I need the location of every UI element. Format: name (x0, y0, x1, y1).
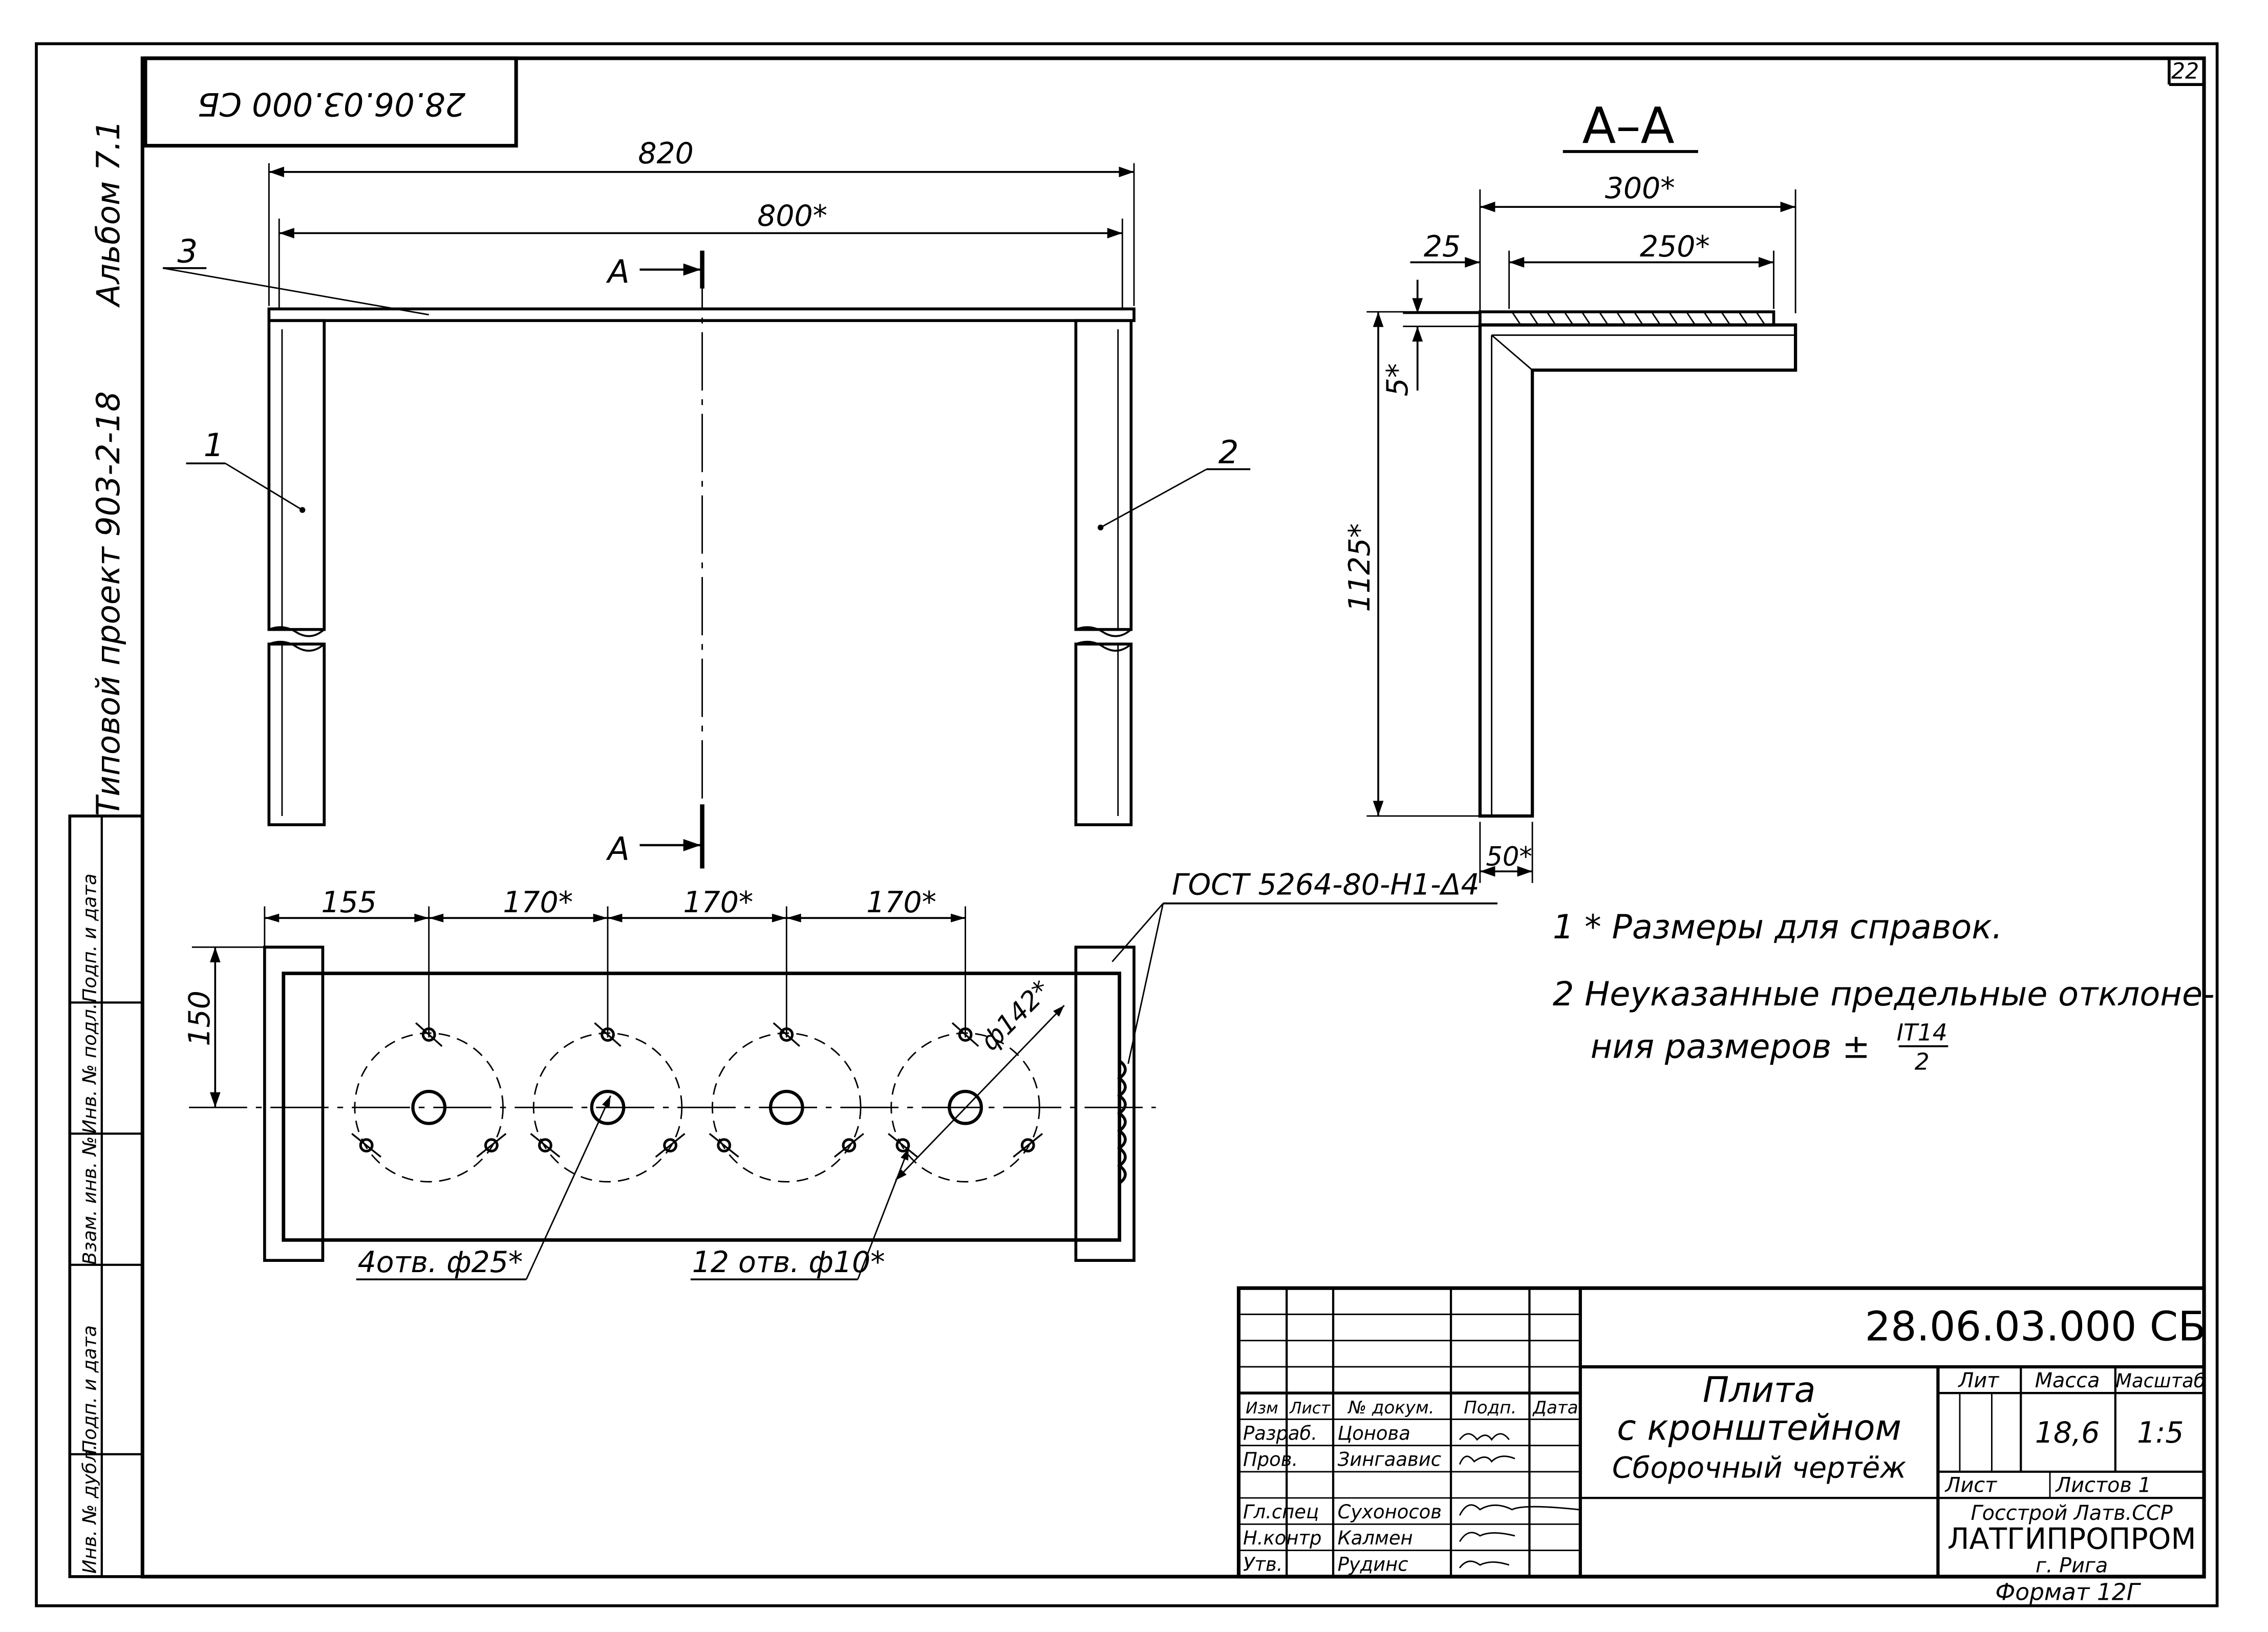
drawing-code: 28.06.03.000 СБ (1865, 1303, 2206, 1350)
dim-leg: 50* (1486, 842, 1532, 872)
name-approved: Рудинс (1338, 1553, 1408, 1575)
drawing-name-line3: Сборочный чертёж (1612, 1451, 1906, 1485)
dim-pitch: 170* (866, 886, 936, 919)
role-norm-control: Н.контр (1243, 1527, 1321, 1549)
dim-width: 300* (1605, 171, 1675, 205)
format-label: Формат 12Г (1995, 1578, 2141, 1605)
col-header-doc: № докум. (1347, 1398, 1435, 1418)
hole-group (351, 1022, 507, 1183)
title-block (1236, 1286, 2206, 1579)
note-fraction-den: 2 (1915, 1048, 1930, 1075)
sheets-label: Листов 1 (2055, 1474, 2151, 1497)
note-fraction-num: IT14 (1897, 1019, 1948, 1046)
name-checker: Зингаавис (1338, 1448, 1441, 1470)
org-line3: г. Рига (2036, 1554, 2108, 1577)
col-header-date: Дата (1532, 1398, 1578, 1418)
page-number: 22 (2171, 59, 2199, 84)
side-stamp-cell: Инв. № подл. (78, 1003, 100, 1133)
role-chief-specialist: Гл.спец (1243, 1501, 1319, 1523)
dim-depth: 150 (183, 991, 217, 1046)
callout-3: 3 (177, 232, 198, 270)
project-label: Типовой проект 903-2-18 (90, 391, 127, 816)
lit-label: Лит (1957, 1369, 2000, 1392)
col-header-izm: Изм (1246, 1399, 1278, 1418)
scale-value: 1:5 (2137, 1416, 2184, 1450)
signatures (1459, 1433, 1579, 1569)
dim-overall: 820 (638, 137, 693, 170)
name-developer: Цонова (1338, 1422, 1410, 1444)
mass-value: 18,6 (2035, 1416, 2100, 1450)
dim-inner: 800* (757, 199, 827, 233)
section-view (1366, 150, 1798, 883)
holes-small-note: 12 отв. ф10* (692, 1246, 885, 1279)
dim-first: 155 (321, 886, 376, 919)
dim-pitch: 170* (503, 886, 573, 919)
front-view (162, 163, 1251, 869)
dim-thickness: 5* (1381, 363, 1415, 397)
mirrored-code: 28.06.03.000 СБ (198, 85, 466, 123)
scale-label: Масштаб (2115, 1370, 2205, 1392)
note-3: ния размеров ± (1591, 1027, 1870, 1066)
org-line1: Госстрой Латв.ССР (1971, 1501, 2172, 1525)
role-developer: Разраб. (1243, 1422, 1317, 1444)
side-stamp-cell: Подп. и дата (78, 1325, 100, 1454)
drawing-name-line2: с кронштейном (1617, 1408, 1901, 1448)
hole-group (888, 1022, 1043, 1183)
hole-group (709, 1022, 864, 1183)
album-label: Альбом 7.1 (90, 120, 127, 308)
note-2: 2 Неуказанные предельные отклоне- (1553, 975, 2215, 1014)
col-header-list: Лист (1289, 1399, 1331, 1418)
dim-height: 1125* (1343, 523, 1377, 612)
section-title: А–А (1582, 97, 1674, 155)
section-mark-bottom: А (606, 830, 630, 867)
note-1: 1 * Размеры для справок. (1553, 908, 2003, 947)
name-norm-control: Калмен (1338, 1527, 1413, 1549)
plan-view (189, 902, 1497, 1281)
side-stamp-cell: Взам. инв. № (78, 1136, 100, 1264)
hole-group (530, 1022, 686, 1183)
holes-large-note: 4отв. ф25* (358, 1246, 523, 1279)
mass-label: Масса (2035, 1369, 2100, 1392)
dim-pitch: 170* (683, 886, 753, 919)
side-stamp (68, 814, 144, 1578)
col-header-sign: Подп. (1464, 1398, 1516, 1418)
role-approved: Утв. (1243, 1553, 1282, 1575)
mirrored-code-box: 28.06.03.000 СБ (143, 56, 518, 148)
dim-shelf: 250* (1640, 230, 1710, 264)
dim-offset: 25 (1424, 230, 1461, 264)
section-mark-top: А (606, 253, 630, 290)
name-chief-specialist: Сухоносов (1338, 1501, 1442, 1523)
side-stamp-cell: Подп. и дата (78, 873, 100, 1002)
role-checker: Пров. (1243, 1448, 1298, 1470)
dim-circle-dia: ф142* (975, 975, 1057, 1057)
side-stamp-cell: Инв. № дубл. (78, 1444, 100, 1574)
notes: 1 * Размеры для справок. 2 Неуказанные п… (1553, 908, 2215, 1075)
callout-1: 1 (204, 426, 224, 464)
sheet-label: Лист (1944, 1474, 1998, 1497)
org-line2: ЛАТГИПРОПРОМ (1948, 1522, 2196, 1556)
callout-2: 2 (1218, 434, 1239, 471)
weld-note: ГОСТ 5264-80-Н1-Δ4 (1172, 868, 1480, 902)
drawing-name-line1: Плита (1703, 1370, 1816, 1410)
